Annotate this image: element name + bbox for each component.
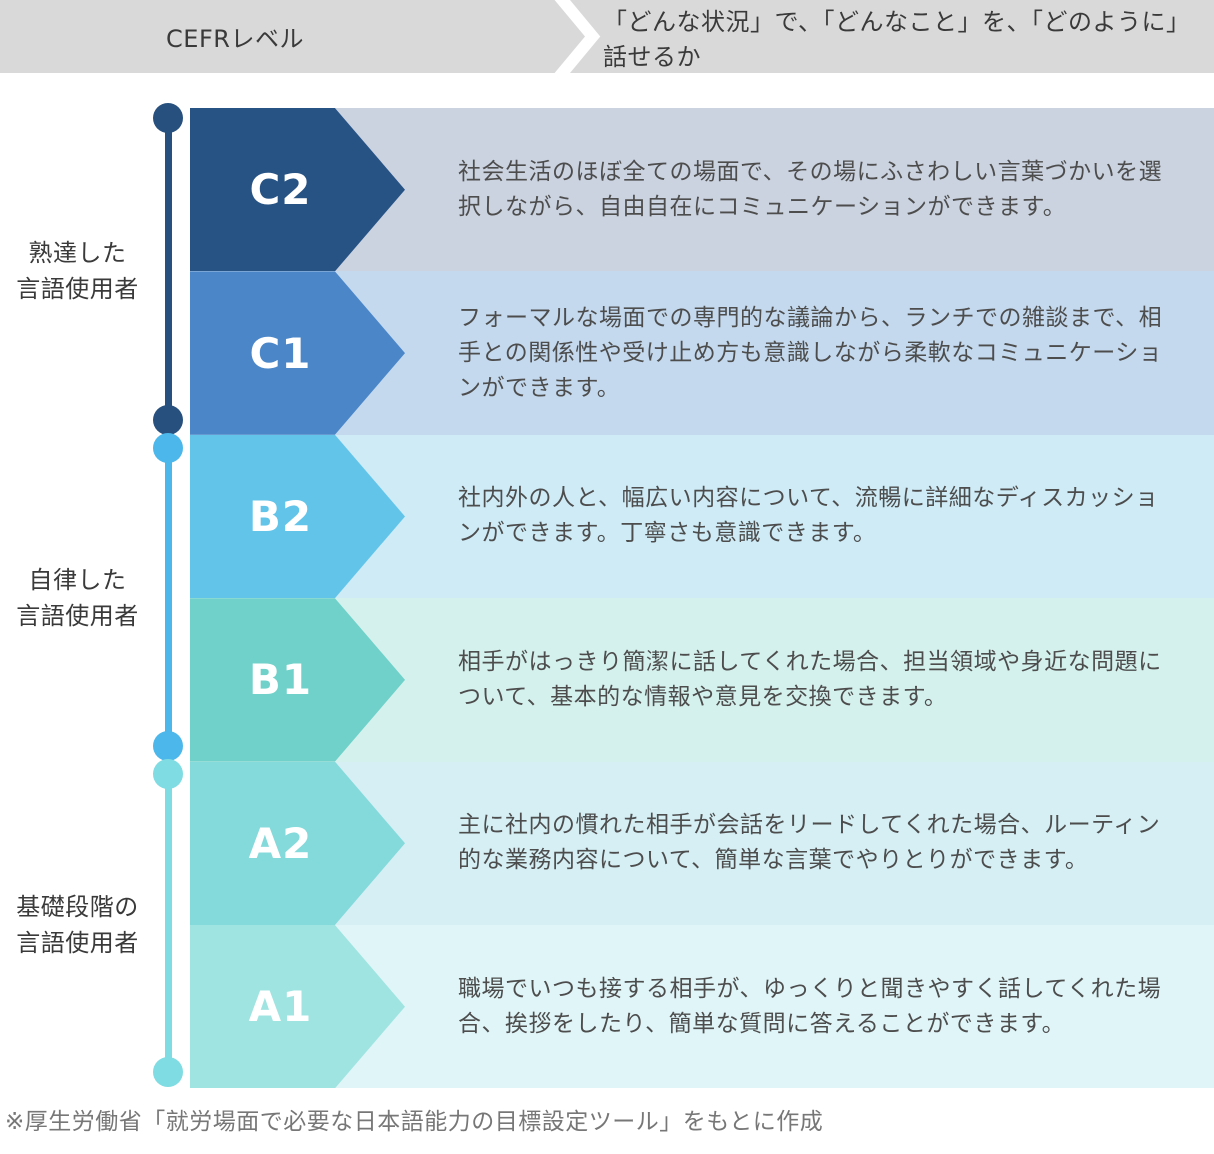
group-label-independent-line2: 言語使用者 xyxy=(16,602,139,630)
timeline-dot-top-group1 xyxy=(153,103,183,133)
group-label-proficient: 熟達した 言語使用者 xyxy=(0,235,155,307)
group-label-proficient-line1: 熟達した xyxy=(28,239,127,267)
row-c1: フォーマルな場面での専門的な議論から、ランチでの雑談まで、相手との関係性や受け止… xyxy=(190,271,1214,435)
description-b1: 相手がはっきり簡潔に話してくれた場合、担当領域や身近な問題について、基本的な情報… xyxy=(458,648,1162,710)
timeline-dot-top-group3 xyxy=(153,759,183,789)
group-label-basic-line1: 基礎段階の xyxy=(16,893,139,921)
description-c2: 社会生活のほぼ全ての場面で、その場にふさわしい言葉づかいを選択しながら、自由自在… xyxy=(458,158,1163,220)
level-code-b1: B1 xyxy=(248,655,313,705)
timeline-line-group2 xyxy=(164,448,172,746)
description-b2: 社内外の人と、幅広い内容について、流暢に詳細なディスカッションができます。丁寧さ… xyxy=(458,485,1159,547)
timeline-line-group3 xyxy=(164,774,172,1072)
group-label-independent: 自律した 言語使用者 xyxy=(0,562,155,634)
header-left-inner: CEFRレベル xyxy=(0,0,470,73)
header-left-band: CEFRレベル xyxy=(0,0,585,73)
level-code-b2: B2 xyxy=(248,491,313,541)
header-left-label: CEFRレベル xyxy=(166,25,304,53)
description-a1: 職場でいつも接する相手が、ゆっくりと聞きやすく話してくれた場合、挨拶をしたり、簡… xyxy=(458,975,1162,1037)
header-right-label: 「どんな状況」で、「どんなこと」を、「どのように」話せるか xyxy=(603,7,1191,71)
timeline-dot-bottom-group2 xyxy=(153,731,183,761)
timeline-line-group1 xyxy=(164,118,172,420)
level-code-c1: C1 xyxy=(249,328,312,378)
description-a2: 主に社内の慣れた相手が会話をリードしてくれた場合、ルーティン的な業務内容について… xyxy=(458,812,1161,874)
timeline-dot-bottom-group3 xyxy=(153,1057,183,1087)
source-note: ※厚生労働省「就労場面で必要な日本語能力の目標設定ツール」をもとに作成 xyxy=(5,1109,824,1135)
group-label-basic-line2: 言語使用者 xyxy=(16,929,139,957)
timeline-dot-bottom-group1 xyxy=(153,405,183,435)
timeline-dot-top-group2 xyxy=(153,433,183,463)
level-code-a1: A1 xyxy=(248,982,313,1032)
level-code-c2: C2 xyxy=(249,165,312,215)
group-label-basic: 基礎段階の 言語使用者 xyxy=(0,889,155,961)
group-label-independent-line1: 自律した xyxy=(28,566,127,594)
header-right-band: 「どんな状況」で、「どんなこと」を、「どのように」話せるか xyxy=(570,0,1214,73)
group-label-proficient-line2: 言語使用者 xyxy=(16,275,139,303)
description-c1: フォーマルな場面での専門的な議論から、ランチでの雑談まで、相手との関係性や受け止… xyxy=(458,304,1163,401)
level-code-a2: A2 xyxy=(248,818,313,868)
